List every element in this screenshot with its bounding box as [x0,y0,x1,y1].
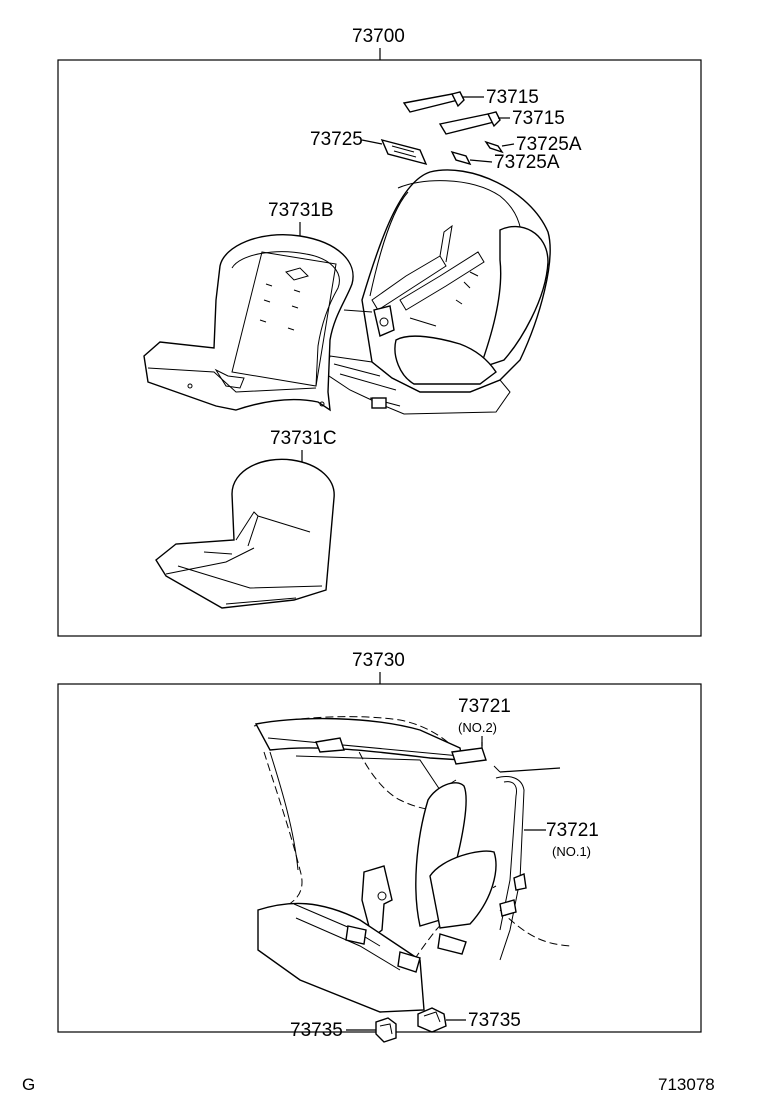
child-seat-shell [325,169,551,415]
diagram-number: 713078 [658,1075,715,1094]
label-73735-right: 73735 [468,1010,521,1031]
label-73721-no2: 73721 [458,696,511,717]
label-73721-no2-sub: (NO.2) [458,720,497,735]
clip-73725A-upper [484,140,504,154]
label-73731B: 73731B [268,200,334,221]
label-73725A-lower: 73725A [494,152,560,173]
pad-73715-lower [438,111,501,135]
label-73730: 73730 [352,650,405,671]
pad-73715-upper [402,91,465,113]
label-73700: 73700 [352,26,405,47]
vehicle-seat-with-belt [253,716,571,1013]
label-73721-no1-sub: (NO.1) [552,844,591,859]
label-73735-left: 73735 [290,1020,343,1041]
cushion-73731C [155,458,335,609]
label-73731C: 73731C [270,428,337,449]
leader-73725A-upper [501,143,515,147]
group-box-73700 [57,59,702,637]
leader-73725A-lower [469,159,493,163]
bracket-73735-left [375,1017,397,1043]
label-73721-no1: 73721 [546,820,599,841]
label-73725: 73725 [310,129,363,150]
cushion-73731B [143,234,354,412]
pad-73725 [380,138,428,166]
label-73725A-upper: 73725A [516,134,582,155]
label-73715-lower: 73715 [512,108,565,129]
bracket-73735-right [417,1007,447,1033]
label-73715-upper: 73715 [486,87,539,108]
clip-73725A-lower [450,150,472,166]
corner-code-left: G [22,1075,35,1094]
leader-73725 [361,139,383,145]
